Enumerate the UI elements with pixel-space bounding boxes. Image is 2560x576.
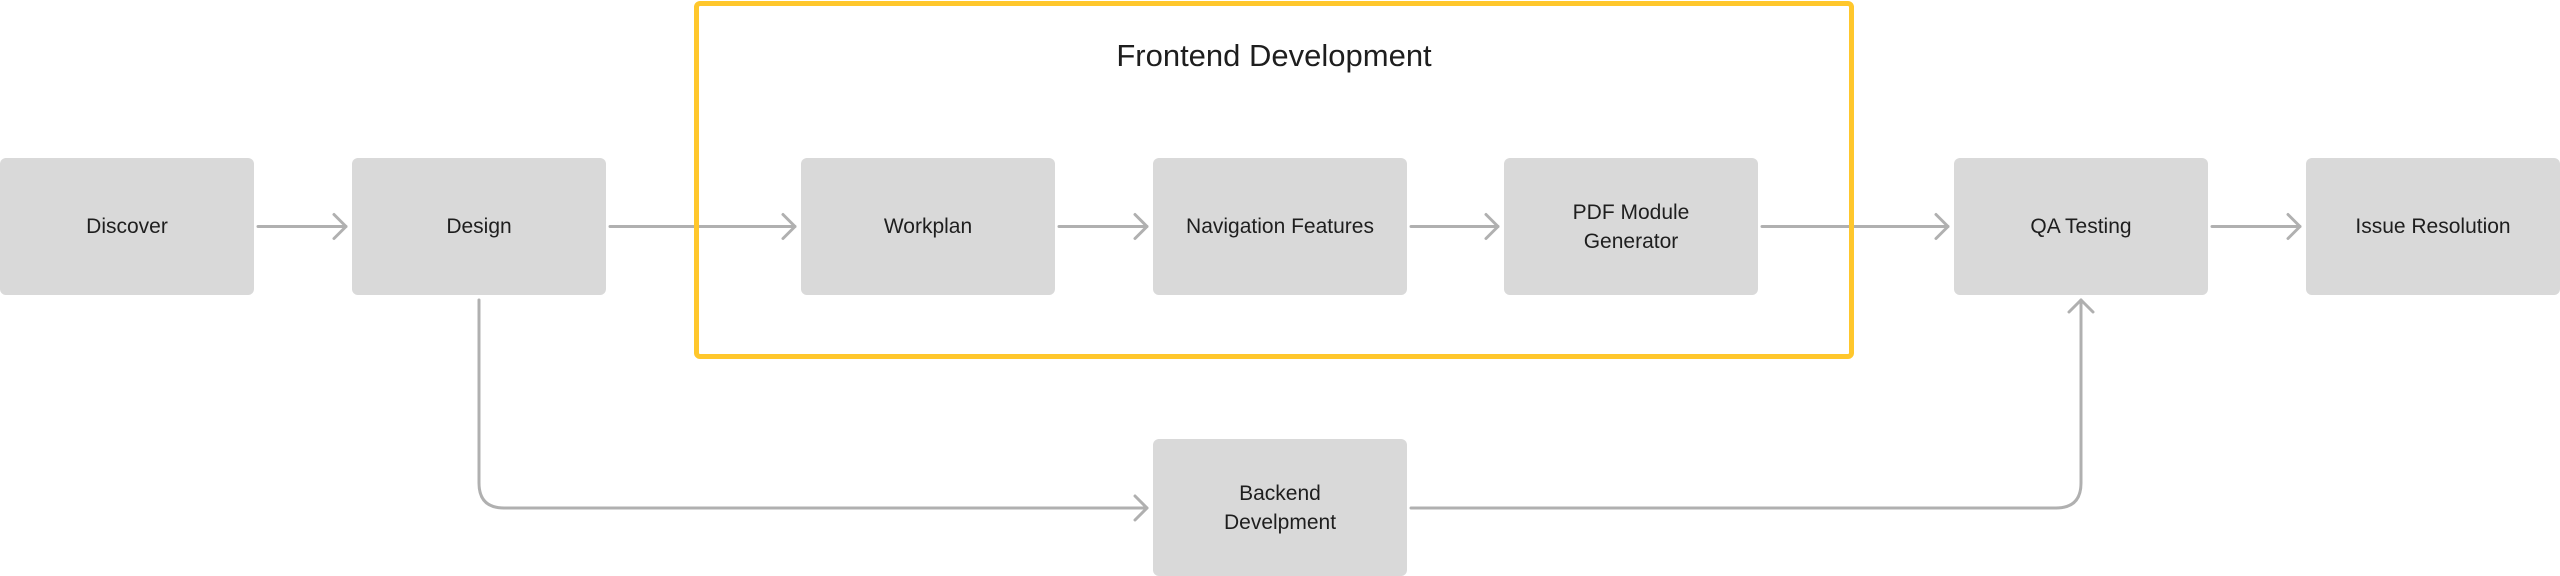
node-issue-resolution: Issue Resolution bbox=[2306, 158, 2560, 295]
connector-backend-to-qa bbox=[1409, 298, 2095, 510]
node-discover: Discover bbox=[0, 158, 254, 295]
node-design: Design bbox=[352, 158, 606, 295]
connector-discover-to-design bbox=[256, 213, 348, 240]
connector-design-to-workplan bbox=[608, 213, 797, 240]
node-backend-development: Backend Develpment bbox=[1153, 439, 1407, 576]
connector-pdf-to-qa bbox=[1760, 213, 1950, 240]
connector-navigation-to-pdf bbox=[1409, 213, 1500, 240]
frontend-development-group bbox=[694, 1, 1854, 359]
frontend-development-title: Frontend Development bbox=[1116, 38, 1432, 73]
node-navigation-features: Navigation Features bbox=[1153, 158, 1407, 295]
node-workplan: Workplan bbox=[801, 158, 1055, 295]
connector-workplan-to-navigation bbox=[1057, 213, 1149, 240]
connector-qa-to-issue bbox=[2210, 213, 2302, 240]
node-qa-testing: QA Testing bbox=[1954, 158, 2208, 295]
node-pdf-module-generator: PDF Module Generator bbox=[1504, 158, 1758, 295]
connector-design-to-backend bbox=[477, 298, 1149, 522]
